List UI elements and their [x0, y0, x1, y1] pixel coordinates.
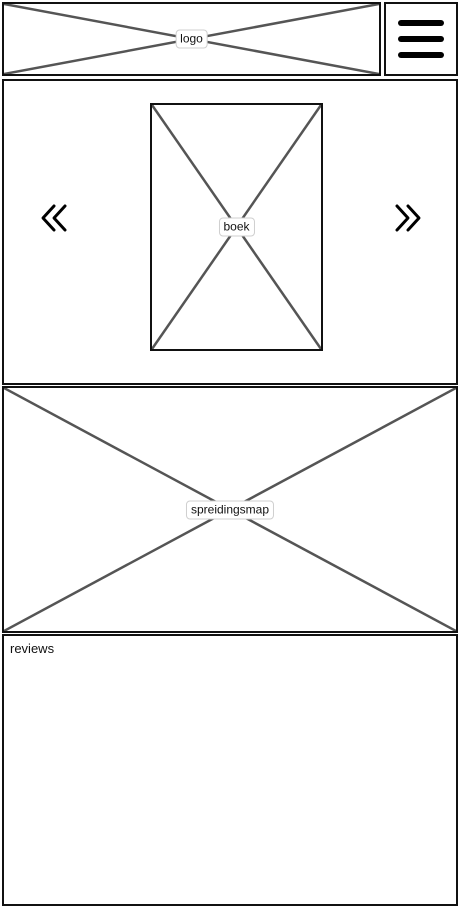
logo-placeholder[interactable]: logo [2, 2, 381, 76]
distribution-map-placeholder[interactable]: spreidingsmap [2, 386, 458, 633]
book-carousel: boek [2, 79, 458, 385]
carousel-prev-button[interactable] [38, 201, 72, 235]
double-chevron-right-icon [395, 204, 421, 232]
hamburger-menu-icon [398, 20, 444, 58]
reviews-section: reviews [2, 634, 458, 906]
hamburger-bar [398, 20, 444, 26]
hamburger-bar [398, 36, 444, 42]
logo-label: logo [175, 29, 208, 49]
book-image-placeholder[interactable]: boek [150, 103, 323, 351]
book-label: boek [218, 217, 255, 237]
map-label: spreidingsmap [185, 500, 275, 519]
reviews-title: reviews [10, 641, 55, 656]
hamburger-bar [398, 52, 444, 58]
carousel-next-button[interactable] [390, 201, 424, 235]
double-chevron-left-icon [41, 204, 67, 232]
menu-button[interactable] [384, 2, 458, 76]
